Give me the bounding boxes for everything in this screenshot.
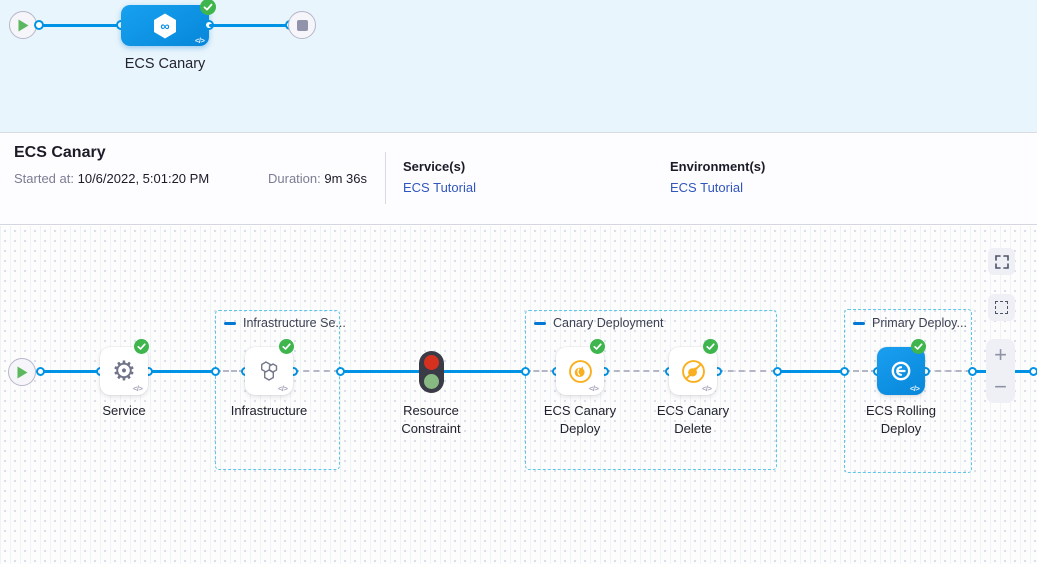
group-infrastructure-title: Infrastructure Se... bbox=[224, 316, 346, 330]
red-light bbox=[424, 355, 439, 370]
step-node-infrastructure[interactable]: </> bbox=[245, 347, 293, 395]
edge bbox=[148, 370, 215, 373]
minimap-start-node[interactable] bbox=[9, 11, 37, 39]
duration-label: Duration: bbox=[268, 171, 321, 186]
port bbox=[36, 367, 45, 376]
started-at-label: Started at: bbox=[14, 171, 74, 186]
minimap-edge-right bbox=[209, 24, 290, 27]
code-icon: </> bbox=[589, 384, 599, 393]
step-label-service: Service bbox=[102, 403, 146, 418]
ecs-service-icon bbox=[888, 358, 914, 384]
edge bbox=[444, 370, 525, 373]
edge-dashed bbox=[215, 370, 245, 372]
header-divider bbox=[385, 152, 386, 204]
execution-graph-canvas[interactable] bbox=[0, 226, 1037, 564]
code-icon: </> bbox=[195, 36, 205, 45]
environments-label: Environment(s) bbox=[670, 159, 766, 174]
environments-link[interactable]: ECS Tutorial bbox=[670, 180, 743, 195]
edge-dashed bbox=[604, 370, 669, 372]
graph-start-node bbox=[8, 358, 36, 386]
step-node-ecs-rolling-deploy[interactable]: </> bbox=[877, 347, 925, 395]
zoom-out-button[interactable]: − bbox=[994, 374, 1007, 399]
services-label: Service(s) bbox=[403, 159, 466, 174]
collapse-icon[interactable] bbox=[534, 321, 546, 325]
edge-dashed bbox=[925, 370, 972, 372]
canary-deploy-icon bbox=[567, 358, 594, 385]
port bbox=[521, 367, 530, 376]
gear-icon: ⚙ bbox=[111, 355, 137, 386]
duration: Duration: 9m 36s bbox=[268, 171, 367, 186]
success-check-icon bbox=[279, 339, 294, 354]
group-canary-deployment bbox=[525, 310, 777, 470]
minimap-edge-left bbox=[37, 24, 123, 27]
code-icon: </> bbox=[278, 384, 288, 393]
port bbox=[773, 367, 782, 376]
minimap-stage-node-ecs-canary[interactable]: ∞ </> bbox=[121, 5, 209, 46]
fullscreen-icon bbox=[994, 254, 1009, 269]
port bbox=[840, 367, 849, 376]
started-at-value: 10/6/2022, 5:01:20 PM bbox=[77, 171, 210, 186]
zoom-control: + − bbox=[986, 339, 1015, 403]
green-light bbox=[424, 374, 439, 389]
group-primary-deployment-title: Primary Deploy... bbox=[853, 316, 967, 330]
started-at: Started at: 10/6/2022, 5:01:20 PM bbox=[14, 171, 209, 186]
port bbox=[1029, 367, 1037, 376]
infrastructure-hexagons-icon bbox=[257, 359, 281, 383]
step-label-resource-constraint: Resource Constraint bbox=[401, 403, 461, 436]
code-icon: </> bbox=[702, 384, 712, 393]
success-check-icon bbox=[200, 0, 216, 15]
stage-title: ECS Canary bbox=[14, 144, 106, 161]
svg-text:∞: ∞ bbox=[160, 18, 169, 33]
step-node-ecs-canary-delete[interactable]: </> bbox=[669, 347, 717, 395]
group-label: Canary Deployment bbox=[553, 316, 664, 330]
edge bbox=[37, 370, 100, 373]
play-icon bbox=[18, 19, 29, 32]
edge-dashed bbox=[525, 370, 556, 372]
play-icon bbox=[17, 366, 28, 379]
stage-minimap-band: ∞ </> ECS Canary bbox=[0, 0, 1037, 133]
port bbox=[336, 367, 345, 376]
harness-deploy-icon: ∞ bbox=[150, 11, 180, 41]
edge-dashed bbox=[844, 370, 877, 372]
group-canary-deployment-title: Canary Deployment bbox=[534, 316, 663, 330]
edge bbox=[340, 370, 419, 373]
collapse-icon[interactable] bbox=[224, 321, 236, 325]
zoom-in-button[interactable]: + bbox=[994, 342, 1007, 367]
port bbox=[211, 367, 220, 376]
minimap-end-node[interactable] bbox=[288, 11, 316, 39]
selection-mode-button[interactable] bbox=[988, 294, 1015, 321]
fullscreen-button[interactable] bbox=[988, 248, 1015, 275]
marquee-select-icon bbox=[995, 301, 1008, 314]
group-primary-deployment bbox=[844, 309, 972, 473]
port bbox=[968, 367, 977, 376]
edge bbox=[777, 370, 844, 373]
success-check-icon bbox=[703, 339, 718, 354]
resource-constraint-traffic-light-icon[interactable] bbox=[419, 351, 444, 393]
code-icon: </> bbox=[910, 384, 920, 393]
step-label-ecs-rolling-deploy: ECS Rolling Deploy bbox=[865, 403, 937, 436]
execution-summary-header: ECS Canary Started at: 10/6/2022, 5:01:2… bbox=[0, 134, 1037, 225]
step-label-infrastructure: Infrastructure bbox=[230, 403, 308, 418]
step-node-ecs-canary-deploy[interactable]: </> bbox=[556, 347, 604, 395]
group-infrastructure bbox=[215, 310, 340, 470]
success-check-icon bbox=[590, 339, 605, 354]
group-label: Infrastructure Se... bbox=[243, 316, 346, 330]
success-check-icon bbox=[134, 339, 149, 354]
collapse-icon[interactable] bbox=[853, 321, 865, 325]
stop-icon bbox=[296, 19, 308, 31]
minimap-stage-label: ECS Canary bbox=[124, 56, 206, 72]
minimap-port bbox=[34, 20, 44, 30]
canary-delete-icon bbox=[680, 358, 707, 385]
edge-dashed bbox=[293, 370, 340, 372]
step-node-service[interactable]: ⚙ </> bbox=[100, 347, 148, 395]
success-check-icon bbox=[911, 339, 926, 354]
group-label: Primary Deploy... bbox=[872, 316, 967, 330]
services-link[interactable]: ECS Tutorial bbox=[403, 180, 476, 195]
step-label-ecs-canary-delete: ECS Canary Delete bbox=[656, 403, 730, 436]
duration-value: 9m 36s bbox=[324, 171, 368, 186]
code-icon: </> bbox=[133, 384, 143, 393]
edge-dashed bbox=[717, 370, 777, 372]
step-label-ecs-canary-deploy: ECS Canary Deploy bbox=[543, 403, 617, 436]
